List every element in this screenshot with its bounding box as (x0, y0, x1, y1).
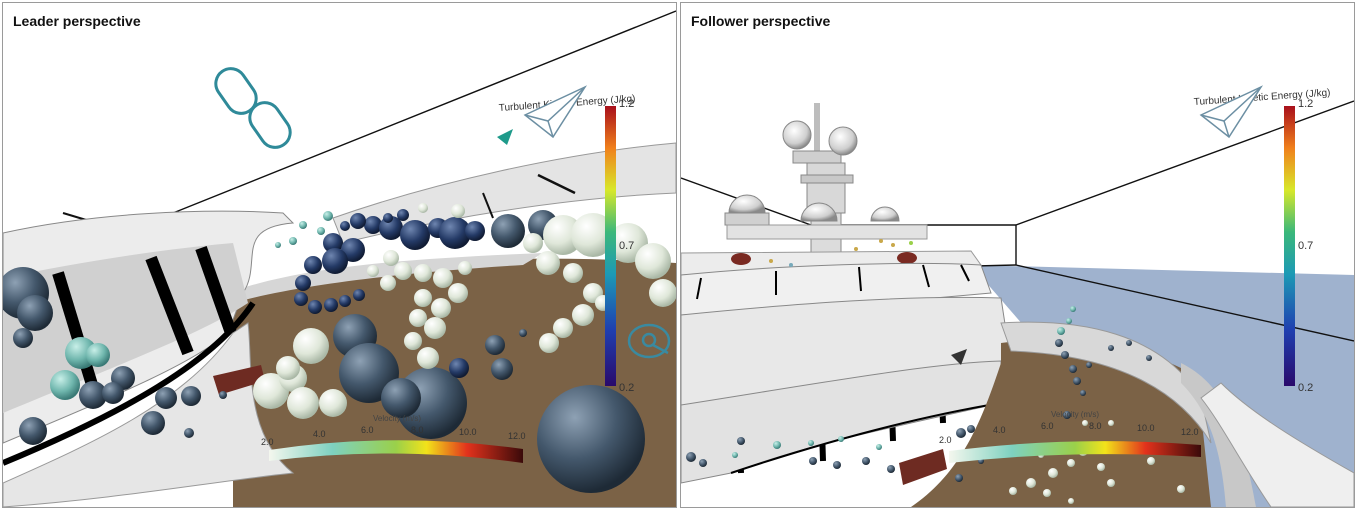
velocity-tick-5: 12.0 (508, 431, 526, 441)
leader-velocity-legend: Velocity (m/s) 2.0 4.0 6.0 8.0 10.0 12.0 (261, 414, 526, 463)
leader-scene[interactable]: Turbulent Kinetic Energy (J/kg) 1.2 0.7 … (3, 3, 676, 507)
tke-legend-max: 1.2 (1298, 98, 1313, 110)
follower-scene[interactable]: Turbulent Kinetic Energy (J/kg) 1.2 0.7 … (681, 3, 1354, 507)
velocity-tick-1: 4.0 (993, 425, 1006, 435)
tke-legend-min: 0.2 (1298, 382, 1313, 394)
leader-view[interactable]: Turbulent Kinetic Energy (J/kg) 1.2 0.7 … (2, 2, 677, 508)
tke-legend-min: 0.2 (619, 382, 634, 394)
leader-particles (3, 203, 676, 493)
follower-panel-title: Follower perspective (691, 13, 831, 29)
velocity-legend-title: Velocity (m/s) (373, 414, 421, 423)
follower-view[interactable]: Turbulent Kinetic Energy (J/kg) 1.2 0.7 … (680, 2, 1355, 508)
magnifier-icon[interactable] (627, 323, 671, 359)
velocity-tick-2: 6.0 (361, 425, 374, 435)
follower-particles (686, 239, 1185, 504)
velocity-tick-0: 2.0 (939, 435, 952, 445)
velocity-tick-2: 6.0 (1041, 421, 1054, 431)
tke-legend-max: 1.2 (619, 98, 634, 110)
pointer-arrow-icon[interactable] (497, 129, 513, 145)
paper-plane-icon[interactable] (1199, 85, 1264, 139)
velocity-tick-3: 8.0 (411, 425, 424, 435)
tke-legend-mid: 0.7 (619, 240, 634, 252)
follower-velocity-legend: Velocity (m/s) 2.0 4.0 6.0 8.0 10.0 12.0 (939, 410, 1201, 463)
tke-legend-mid: 0.7 (1298, 240, 1313, 252)
velocity-tick-1: 4.0 (313, 429, 326, 439)
velocity-tick-5: 12.0 (1181, 427, 1199, 437)
pointer-arrow-icon[interactable] (951, 349, 967, 365)
velocity-legend-title: Velocity (m/s) (1051, 410, 1099, 419)
paper-plane-icon[interactable] (523, 85, 588, 139)
velocity-tick-4: 10.0 (459, 427, 477, 437)
ship-mast (724, 103, 928, 254)
chain-link-icon[interactable] (210, 63, 296, 154)
velocity-tick-4: 10.0 (1137, 423, 1155, 433)
leader-panel-title: Leader perspective (13, 13, 141, 29)
velocity-tick-0: 2.0 (261, 437, 274, 447)
velocity-tick-3: 8.0 (1089, 421, 1102, 431)
